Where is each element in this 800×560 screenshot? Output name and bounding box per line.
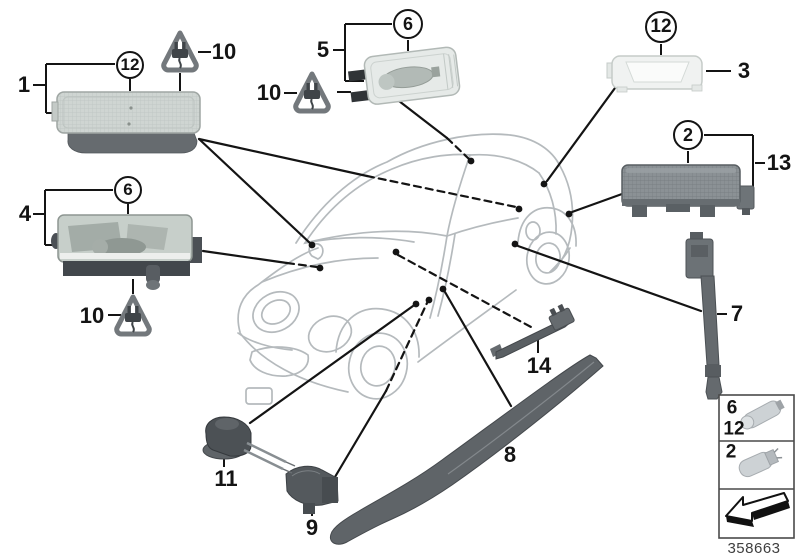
warning-ref-10-part5[interactable]: 10 [256, 80, 282, 105]
callout-label-8[interactable]: 8 [503, 442, 517, 467]
part-7-pillar-strip-graphic [685, 232, 723, 400]
part-13-luggage-lamp-graphic [621, 164, 755, 217]
leader-lines [197, 86, 703, 484]
callout-label-3[interactable]: 3 [737, 58, 751, 83]
callout-label-11[interactable]: 11 [214, 466, 238, 491]
bulb-ref-12-part3[interactable]: 12 [645, 11, 677, 43]
plug-warning-triangle-icon [164, 33, 197, 70]
legend-ref-6[interactable]: 6 [726, 397, 738, 419]
part-5-glove-box-lamp-graphic [347, 46, 461, 105]
festoon-bulb-icon [740, 399, 785, 430]
part-1-interior-lamp-graphic [51, 91, 201, 154]
warning-ref-10-part4[interactable]: 10 [79, 303, 105, 328]
callout-label-4[interactable]: 4 [18, 201, 32, 226]
diagram-number: 358663 [727, 540, 781, 557]
legend-ref-12[interactable]: 12 [723, 418, 745, 440]
callout-label-1[interactable]: 1 [17, 72, 31, 97]
bulb-ref-6-part4[interactable]: 6 [114, 176, 142, 204]
callout-label-5[interactable]: 5 [316, 37, 330, 62]
warning-ref-10-part1[interactable]: 10 [211, 39, 237, 64]
part-14-strip-graphic [490, 303, 575, 360]
bulb-ref-12-part1[interactable]: 12 [116, 51, 144, 79]
direction-arrow-icon [725, 492, 790, 527]
part-4-interior-lamp-graphic [51, 214, 202, 290]
car-outline-sketch [237, 133, 577, 405]
callout-label-14[interactable]: 14 [526, 353, 552, 378]
plug-warning-triangle-icon [296, 74, 329, 111]
callout-label-9[interactable]: 9 [305, 515, 319, 540]
part-8-sill-strip-graphic [329, 354, 604, 545]
bulb-ref-6-part5[interactable]: 6 [393, 9, 423, 39]
callout-label-7[interactable]: 7 [730, 301, 744, 326]
part-9-wedge-lamp-graphic [285, 465, 339, 514]
wedge-bulb-icon [738, 447, 783, 478]
callout-label-13[interactable]: 13 [766, 150, 792, 175]
bulb-ref-2-part13[interactable]: 2 [673, 120, 703, 150]
leader-dots [308, 157, 573, 308]
legend-box [718, 394, 795, 539]
legend-ref-2[interactable]: 2 [725, 441, 737, 463]
plug-warning-triangle-icon [117, 297, 150, 334]
part-3-lens-lamp-graphic [606, 55, 703, 93]
part-11-socket-lamp-graphic [202, 416, 296, 474]
